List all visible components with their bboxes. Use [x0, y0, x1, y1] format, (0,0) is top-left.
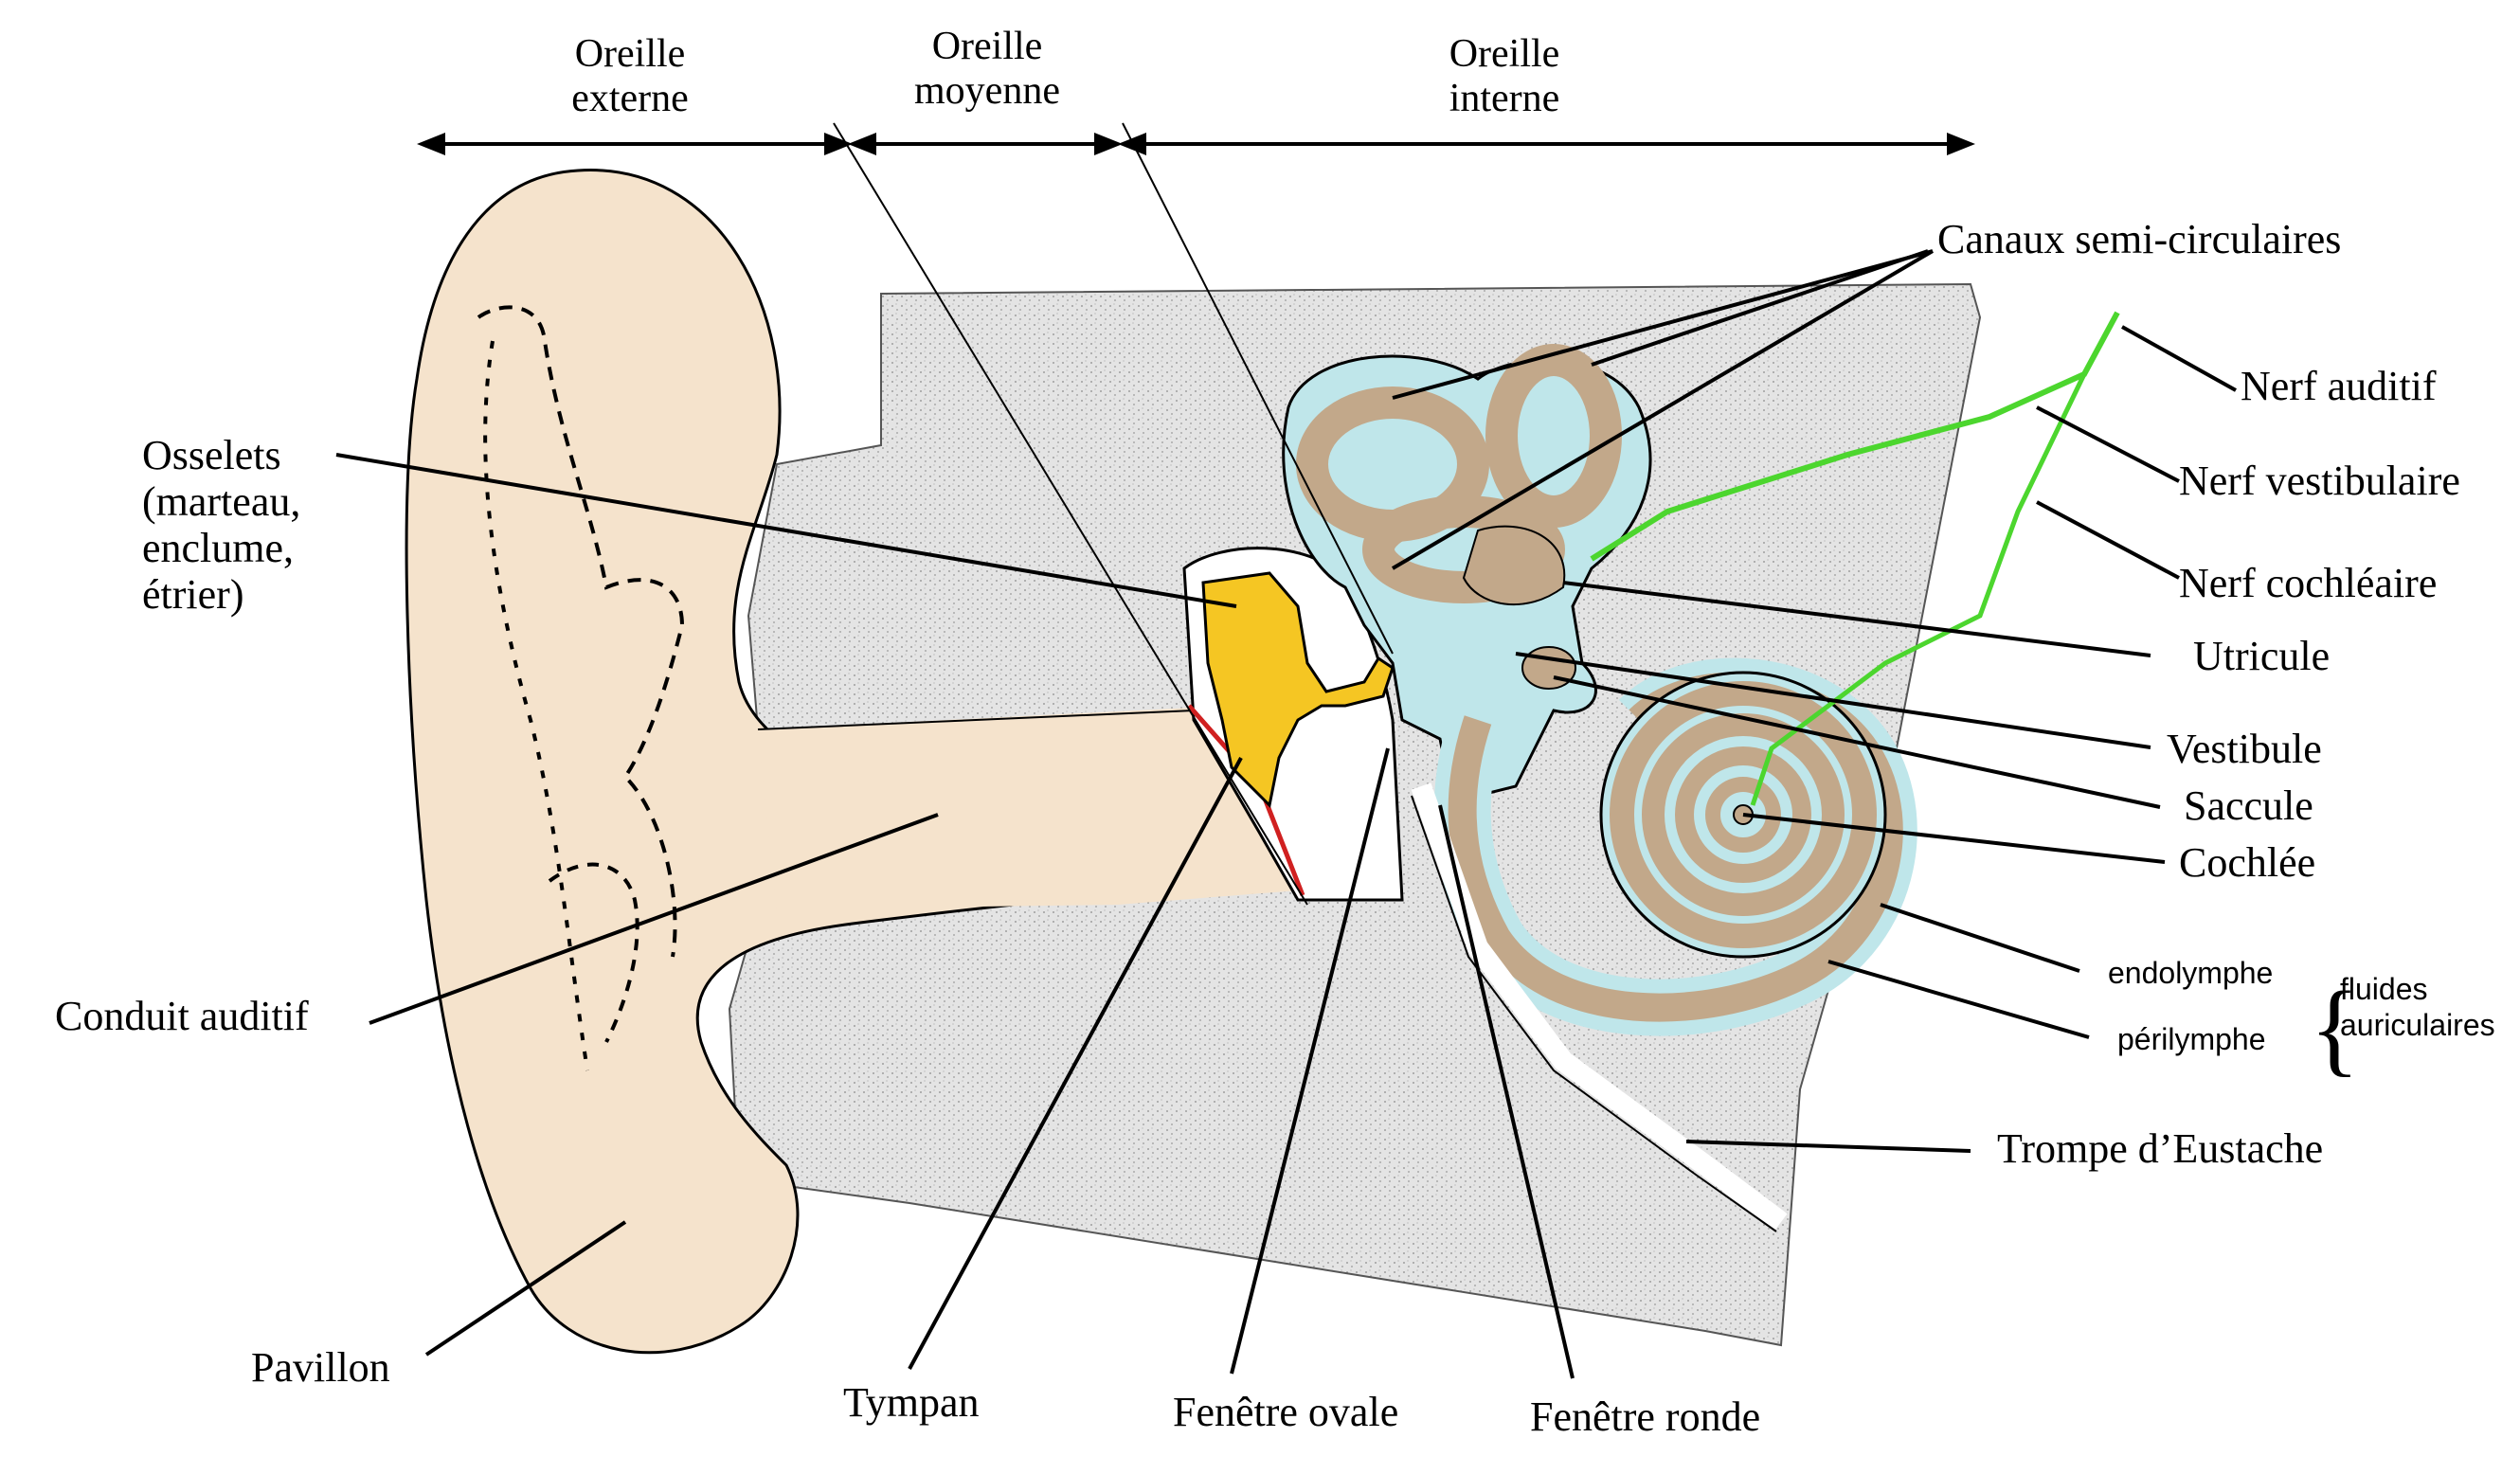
label-nerf-vestibulaire: Nerf vestibulaire [2179, 458, 2460, 504]
section-moyenne-line2: moyenne [914, 69, 1060, 113]
label-vestibule: Vestibule [2167, 726, 2322, 772]
section-interne-line2: interne [1449, 77, 1560, 120]
section-externe-line1: Oreille [575, 32, 686, 76]
label-osselets-4: étrier) [142, 571, 243, 618]
label-tympan: Tympan [843, 1379, 980, 1426]
auditory-nerve [1590, 311, 2120, 562]
label-utricule: Utricule [2193, 633, 2330, 679]
section-interne-line1: Oreille [1449, 32, 1560, 76]
label-osselets-3: enclume, [142, 525, 294, 571]
utricle [1462, 525, 1566, 606]
label-pavillon: Pavillon [251, 1344, 390, 1391]
ossicles [1201, 571, 1395, 809]
label-fluides-2: auriculaires [2340, 1008, 2495, 1042]
eustachian-tube-outline [1411, 795, 1777, 1232]
label-fenetre-ronde: Fenêtre ronde [1530, 1393, 1760, 1440]
brace-fluides: { [2310, 970, 2360, 1086]
label-trompe: Trompe d’Eustache [1997, 1125, 2323, 1172]
pinna-fold-dashed-2 [483, 340, 589, 1071]
saccule [1521, 646, 1576, 690]
label-canaux: Canaux semi-circulaires [1937, 216, 2341, 262]
section-moyenne-line1: Oreille [932, 25, 1043, 68]
label-nerf-auditif: Nerf auditif [2241, 363, 2437, 409]
pinna-fold-dashed-3 [548, 862, 639, 1043]
cochlear-nerve [1750, 372, 2087, 806]
label-fenetre-ovale: Fenêtre ovale [1173, 1389, 1398, 1435]
label-fluides-1: fluides [2340, 972, 2428, 1006]
label-nerf-cochleaire: Nerf cochléaire [2179, 560, 2437, 606]
section-arrows [417, 122, 1975, 906]
pinna [405, 169, 1224, 1355]
label-osselets-2: (marteau, [142, 478, 300, 525]
label-cochlee: Cochlée [2179, 839, 2315, 886]
label-endolymphe: endolymphe [2108, 956, 2273, 990]
leader-lines [335, 249, 2237, 1379]
label-perilymphe: périlymphe [2117, 1022, 2266, 1056]
label-conduit-auditif: Conduit auditif [55, 993, 309, 1039]
label-osselets-1: Osselets [142, 432, 281, 478]
ear-canal [758, 706, 1298, 909]
semicircular-canal-2 [1485, 344, 1622, 528]
pinna-fold-dashed [477, 305, 685, 958]
section-externe-line2: externe [571, 77, 689, 120]
label-saccule: Saccule [2184, 782, 2313, 829]
ear-canal-outline [757, 710, 1195, 730]
